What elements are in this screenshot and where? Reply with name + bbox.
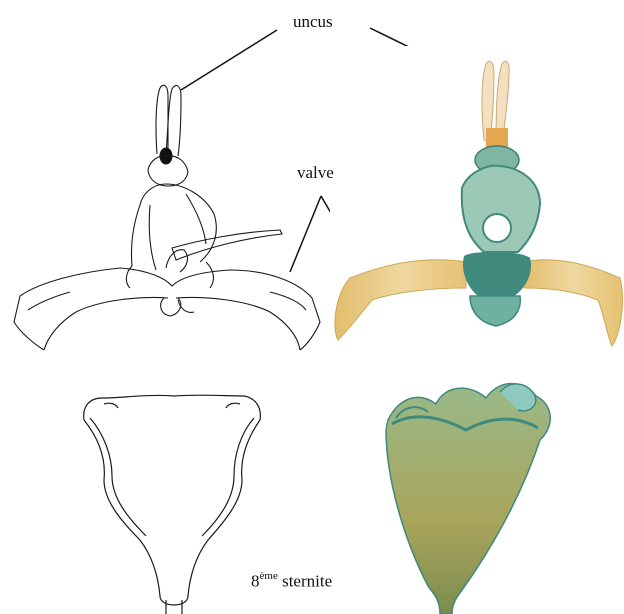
uncus-leader-left bbox=[181, 30, 277, 90]
sternite-word: sternite bbox=[282, 572, 332, 591]
valve-label: valve bbox=[297, 163, 334, 183]
uncus-label: uncus bbox=[293, 12, 333, 32]
sternite-label: 8ème sternite bbox=[251, 571, 332, 592]
genitalia-line-drawing bbox=[14, 85, 320, 350]
sternite-line-drawing bbox=[84, 395, 261, 614]
sternite-photo bbox=[372, 376, 566, 614]
genitalia-photo bbox=[330, 46, 624, 366]
sternite-superscript: ème bbox=[260, 570, 278, 582]
sternite-number: 8 bbox=[251, 572, 260, 591]
valve-leader-left bbox=[290, 196, 321, 272]
